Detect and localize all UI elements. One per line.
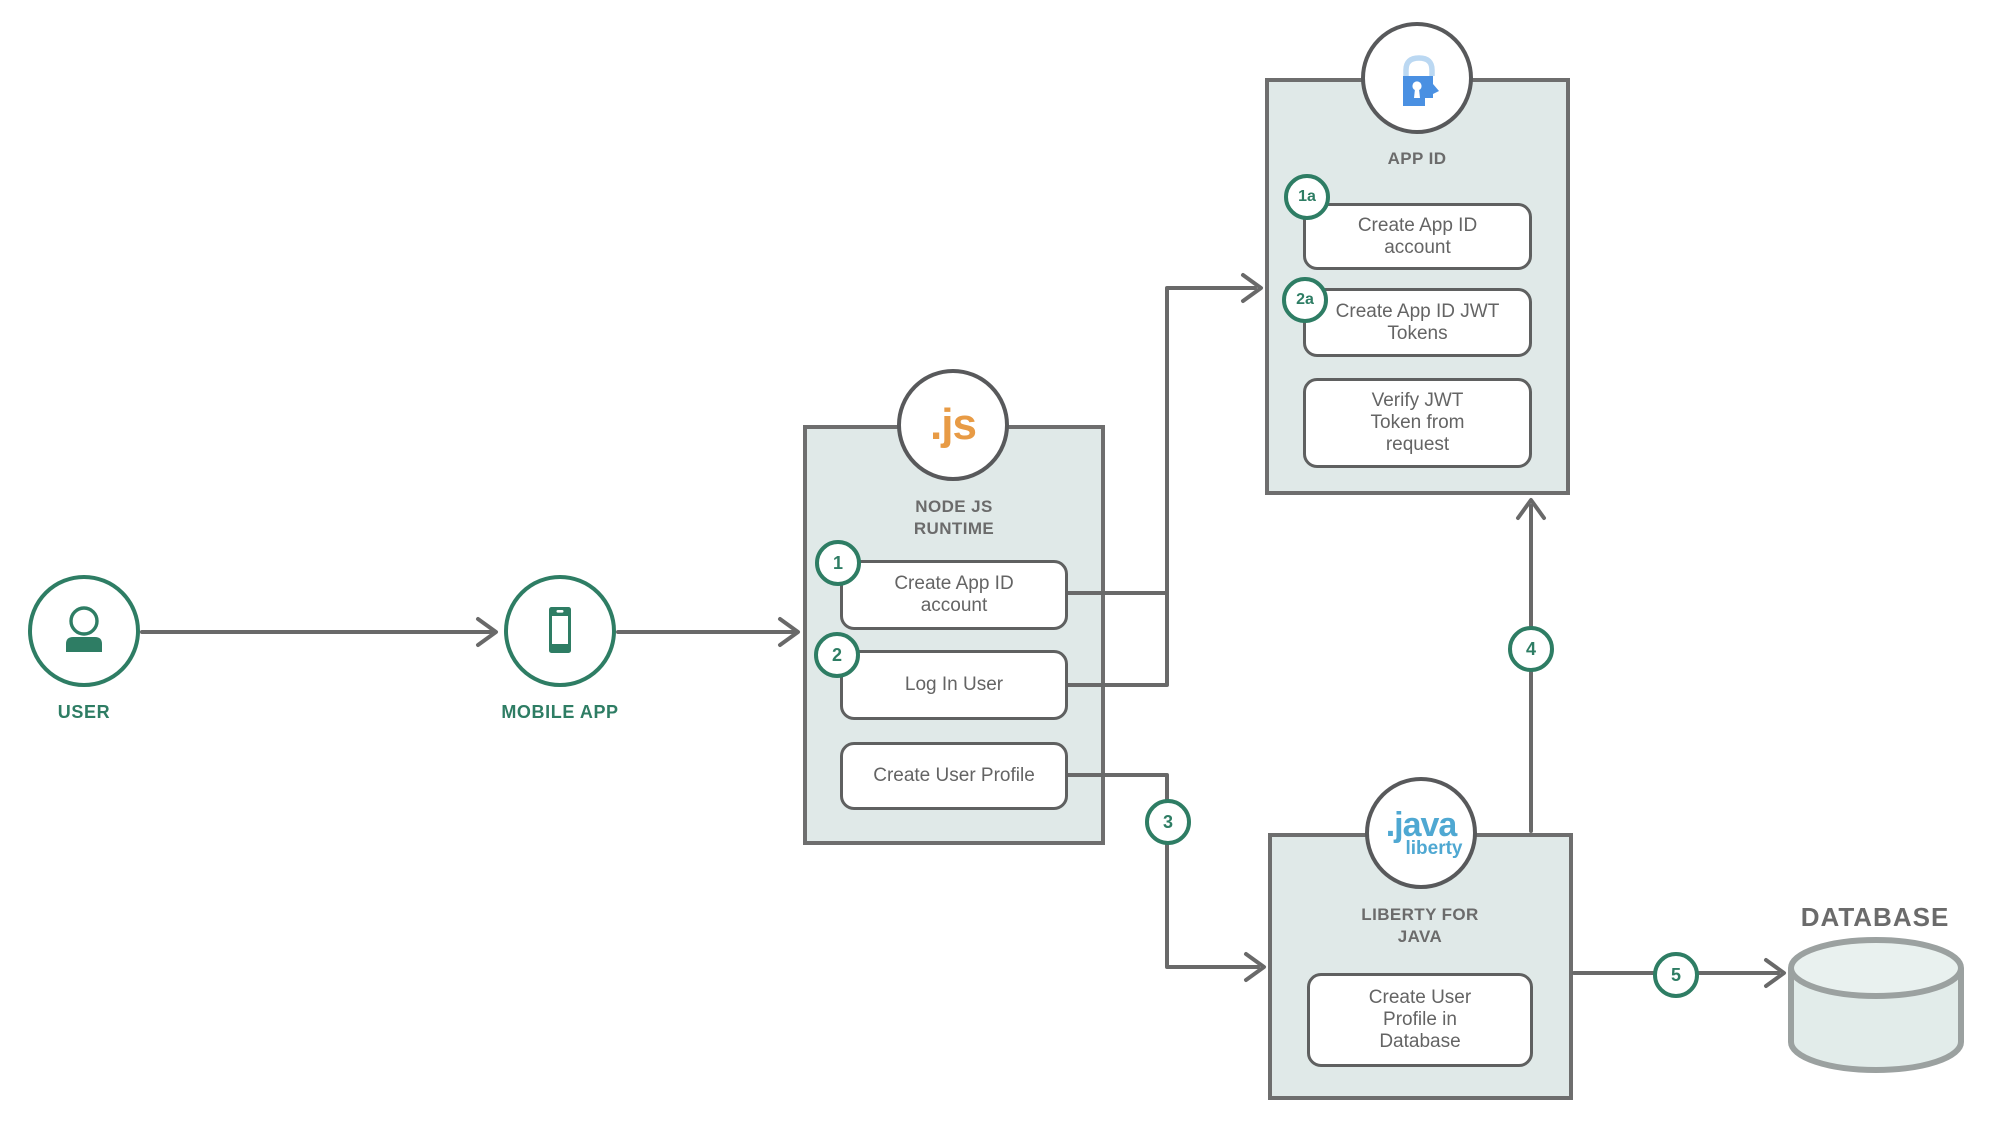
user-icon xyxy=(28,575,140,687)
liberty-logo-text: liberty xyxy=(1405,838,1463,859)
database-label: DATABASE xyxy=(1800,902,1950,932)
arrowhead-to-appid xyxy=(1241,273,1263,303)
mobile-app-icon xyxy=(504,575,616,687)
java-logo-text: .java xyxy=(1385,806,1458,844)
nodejs-logo-text: .js xyxy=(930,400,977,449)
step-login-user: Log In User xyxy=(840,650,1068,720)
step-create-user-profile-db: Create User Profile in Database xyxy=(1307,973,1533,1067)
step-label: Log In User xyxy=(904,674,1004,695)
person-glyph xyxy=(66,606,102,652)
step-label: Create App ID JWT Tokens xyxy=(1335,300,1500,344)
badge-step-1a: 1a xyxy=(1284,174,1330,220)
mobile-app-label: MOBILE APP xyxy=(501,702,619,722)
lock-head-glyph xyxy=(1403,55,1439,106)
user-label: USER xyxy=(57,702,111,722)
appid-icon xyxy=(1361,22,1473,134)
step-label: Verify JWT Token from request xyxy=(1370,390,1465,455)
step-label: Create User Profile in Database xyxy=(1368,987,1472,1052)
step-create-appid-account: Create App ID account xyxy=(840,560,1068,630)
badge-step-4: 4 xyxy=(1508,626,1554,672)
step-create-user-profile: Create User Profile xyxy=(840,742,1068,810)
arrowhead-to-database xyxy=(1764,958,1786,988)
appid-title: APP ID xyxy=(1387,149,1447,168)
step-create-jwt-tokens: Create App ID JWT Tokens xyxy=(1303,288,1532,357)
arrowhead-to-liberty xyxy=(1244,952,1266,982)
badge-step-1: 1 xyxy=(815,540,861,586)
step-create-appid-account-appid: Create App ID account xyxy=(1303,203,1532,270)
arrowhead-mobile-to-nodejs xyxy=(778,617,800,647)
badge-step-3: 3 xyxy=(1145,799,1191,845)
nodejs-title: NODE JS RUNTIME xyxy=(913,497,995,538)
arrowhead-user-to-mobile xyxy=(476,617,498,647)
step-label: Create User Profile xyxy=(873,765,1035,786)
java-liberty-logo: .java liberty xyxy=(1379,806,1463,859)
liberty-title: LIBERTY FOR JAVA xyxy=(1361,905,1479,946)
phone-glyph xyxy=(549,607,571,653)
arrowhead-liberty-to-appid xyxy=(1516,498,1546,520)
liberty-java-icon: .java liberty xyxy=(1365,777,1477,889)
step-verify-jwt-token: Verify JWT Token from request xyxy=(1303,378,1532,468)
badge-step-5: 5 xyxy=(1653,952,1699,998)
step-label: Create App ID account xyxy=(1357,214,1478,258)
badge-step-2: 2 xyxy=(814,632,860,678)
database-cylinder-icon xyxy=(1788,937,1964,1073)
nodejs-icon: .js xyxy=(897,369,1009,481)
step-label: Create App ID account xyxy=(894,573,1014,616)
badge-step-2a: 2a xyxy=(1282,277,1328,323)
